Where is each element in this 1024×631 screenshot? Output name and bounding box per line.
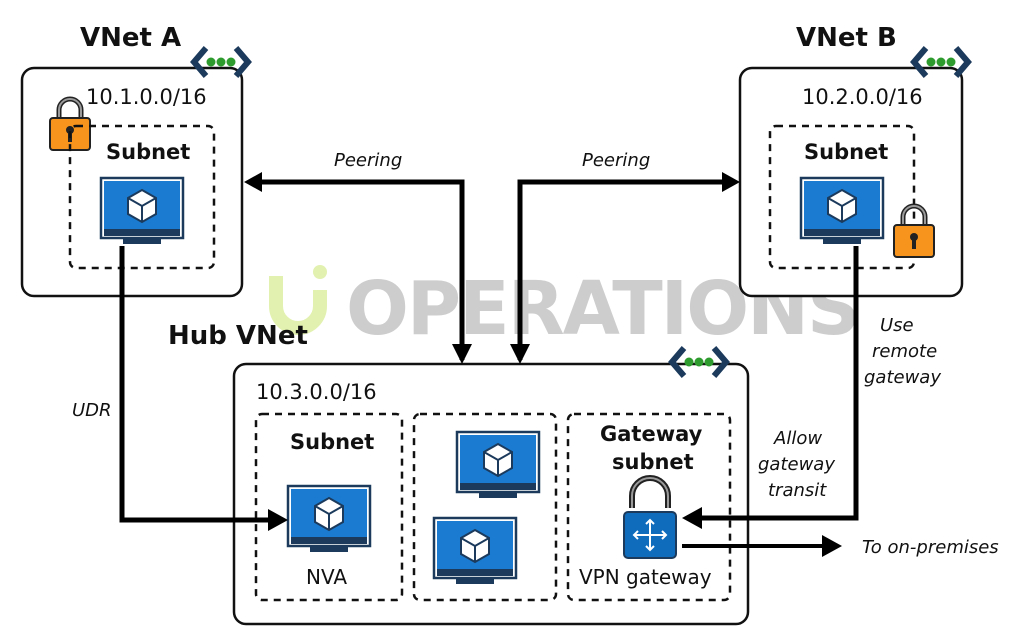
hub-vm-2-icon xyxy=(432,516,518,586)
vpn-gateway-icon xyxy=(623,475,677,559)
vnet-b-vm-icon xyxy=(799,176,885,246)
nva-vm-icon xyxy=(286,484,372,554)
peering-a-arrowhead xyxy=(244,172,262,192)
vnet-a-cidr: 10.1.0.0/16 xyxy=(86,85,207,109)
vpn-gateway-label: VPN gateway xyxy=(579,565,712,589)
hub-middle-subnet xyxy=(412,412,558,602)
peering-a-arrow xyxy=(256,179,472,364)
gateway-subnet xyxy=(566,412,732,602)
allow-label-3: transit xyxy=(768,480,827,501)
hub-subnet-label: Subnet xyxy=(290,430,374,454)
hub-vnet-title: Hub VNet xyxy=(168,321,308,351)
hub-nva-subnet xyxy=(254,412,404,602)
hub-vnet: Hub VNet 10.3.0.0/16 Subnet NVA Gateway … xyxy=(168,321,750,626)
peering-b-arrow xyxy=(510,179,725,364)
connections: Peering Peering UDR Use remote gateway A… xyxy=(72,150,999,558)
udr-arrowhead xyxy=(268,509,288,531)
nva-label: NVA xyxy=(306,565,347,589)
vnet-b-subnet-label: Subnet xyxy=(804,140,888,164)
peering-a-label: Peering xyxy=(334,150,402,171)
use-remote-label-1: Use xyxy=(880,315,914,336)
gateway-subnet-label-1: Gateway xyxy=(600,422,703,446)
vnet-b-title: VNet B xyxy=(796,23,897,53)
allow-label-1: Allow xyxy=(773,428,822,449)
hub-vnet-cidr: 10.3.0.0/16 xyxy=(256,380,377,404)
watermark-logo-icon xyxy=(269,276,327,335)
peering-b-arrowhead xyxy=(722,172,740,192)
vnet-a-subnet-label: Subnet xyxy=(106,140,190,164)
use-remote-label-3: gateway xyxy=(864,367,941,388)
vnet-a-vm-icon xyxy=(99,176,185,246)
on-prem-label: To on-premises xyxy=(862,537,999,558)
vnet-a-title: VNet A xyxy=(80,23,181,53)
vnet-a: VNet A 10.1.0.0/16 Subnet xyxy=(20,23,248,298)
vnet-a-subnet xyxy=(68,124,216,270)
hub-vm-1-icon xyxy=(455,430,541,500)
peering-b-label: Peering xyxy=(582,150,650,171)
remote-gateway-arrowhead xyxy=(682,507,702,529)
vnet-b: VNet B 10.2.0.0/16 Subnet xyxy=(738,23,968,298)
on-prem-arrowhead xyxy=(822,535,842,557)
allow-label-2: gateway xyxy=(758,454,835,475)
vnet-b-subnet xyxy=(768,124,916,270)
udr-label: UDR xyxy=(72,400,112,421)
gateway-subnet-label-2: subnet xyxy=(612,450,694,474)
remote-gateway-arrow xyxy=(698,246,859,521)
vnet-b-cidr: 10.2.0.0/16 xyxy=(802,85,923,109)
use-remote-label-2: remote xyxy=(872,341,937,362)
udr-arrow xyxy=(119,246,272,523)
